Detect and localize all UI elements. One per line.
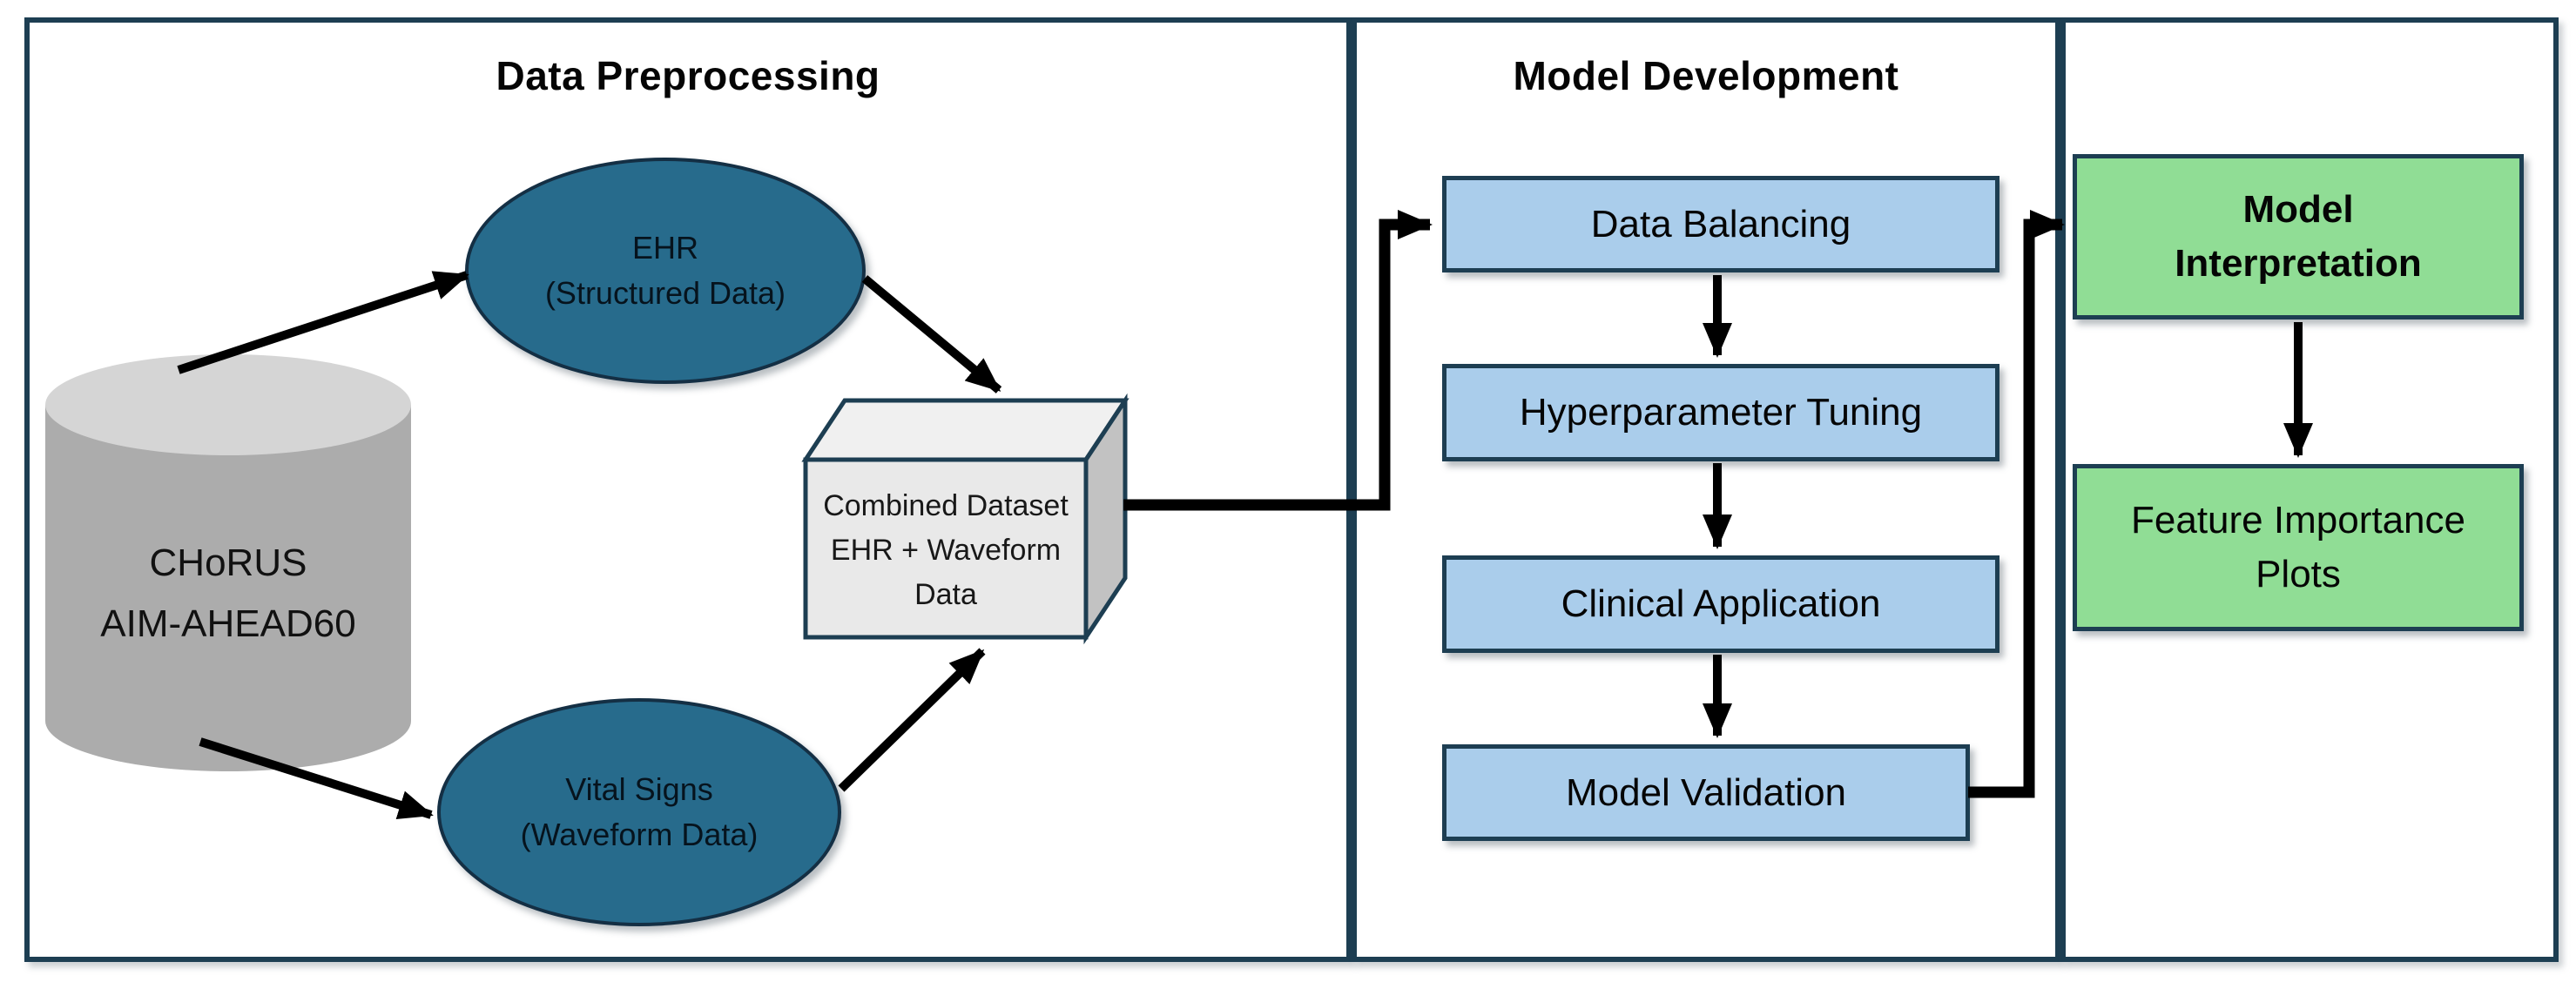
section-title-data-preprocessing: Data Preprocessing — [496, 53, 880, 98]
source-line1: CHoRUS — [149, 541, 307, 584]
model-interpretation-line1: Model — [2242, 188, 2354, 232]
feature-importance-line2: Plots — [2256, 553, 2341, 595]
clinical-application-label: Clinical Application — [1561, 582, 1881, 625]
combined-line3: Data — [914, 577, 977, 611]
node-data-balancing: Data Balancing — [1442, 176, 1999, 272]
node-source-database-label: CHoRUS AIM-AHEAD60 — [45, 533, 411, 656]
vitals-line1: Vital Signs — [565, 770, 713, 807]
node-feature-importance-plots: Feature Importance Plots — [2073, 464, 2524, 631]
node-clinical-application: Clinical Application — [1442, 555, 1999, 653]
combined-line1: Combined Dataset — [823, 488, 1069, 522]
node-ehr: EHR (Structured Data) — [465, 158, 866, 384]
model-validation-label: Model Validation — [1565, 770, 1847, 814]
hyperparameter-tuning-label: Hyperparameter Tuning — [1519, 391, 1923, 434]
node-hyperparameter-tuning: Hyperparameter Tuning — [1442, 364, 1999, 461]
feature-importance-line1: Feature Importance — [2131, 499, 2465, 542]
model-interpretation-line2: Interpretation — [2175, 242, 2422, 285]
ehr-line2: (Structured Data) — [544, 275, 786, 311]
node-vital-signs: Vital Signs (Waveform Data) — [437, 698, 841, 926]
node-combined-dataset-label: Combined Dataset EHR + Waveform Data — [807, 465, 1084, 636]
data-balancing-label: Data Balancing — [1590, 202, 1851, 246]
ehr-line1: EHR — [631, 229, 698, 266]
combined-line2: EHR + Waveform — [830, 533, 1062, 567]
node-model-interpretation: Model Interpretation — [2073, 154, 2524, 319]
source-line2: AIM-AHEAD60 — [100, 602, 356, 646]
node-model-validation: Model Validation — [1442, 744, 1970, 841]
section-title-model-development: Model Development — [1513, 53, 1899, 98]
vitals-line2: (Waveform Data) — [520, 817, 759, 852]
